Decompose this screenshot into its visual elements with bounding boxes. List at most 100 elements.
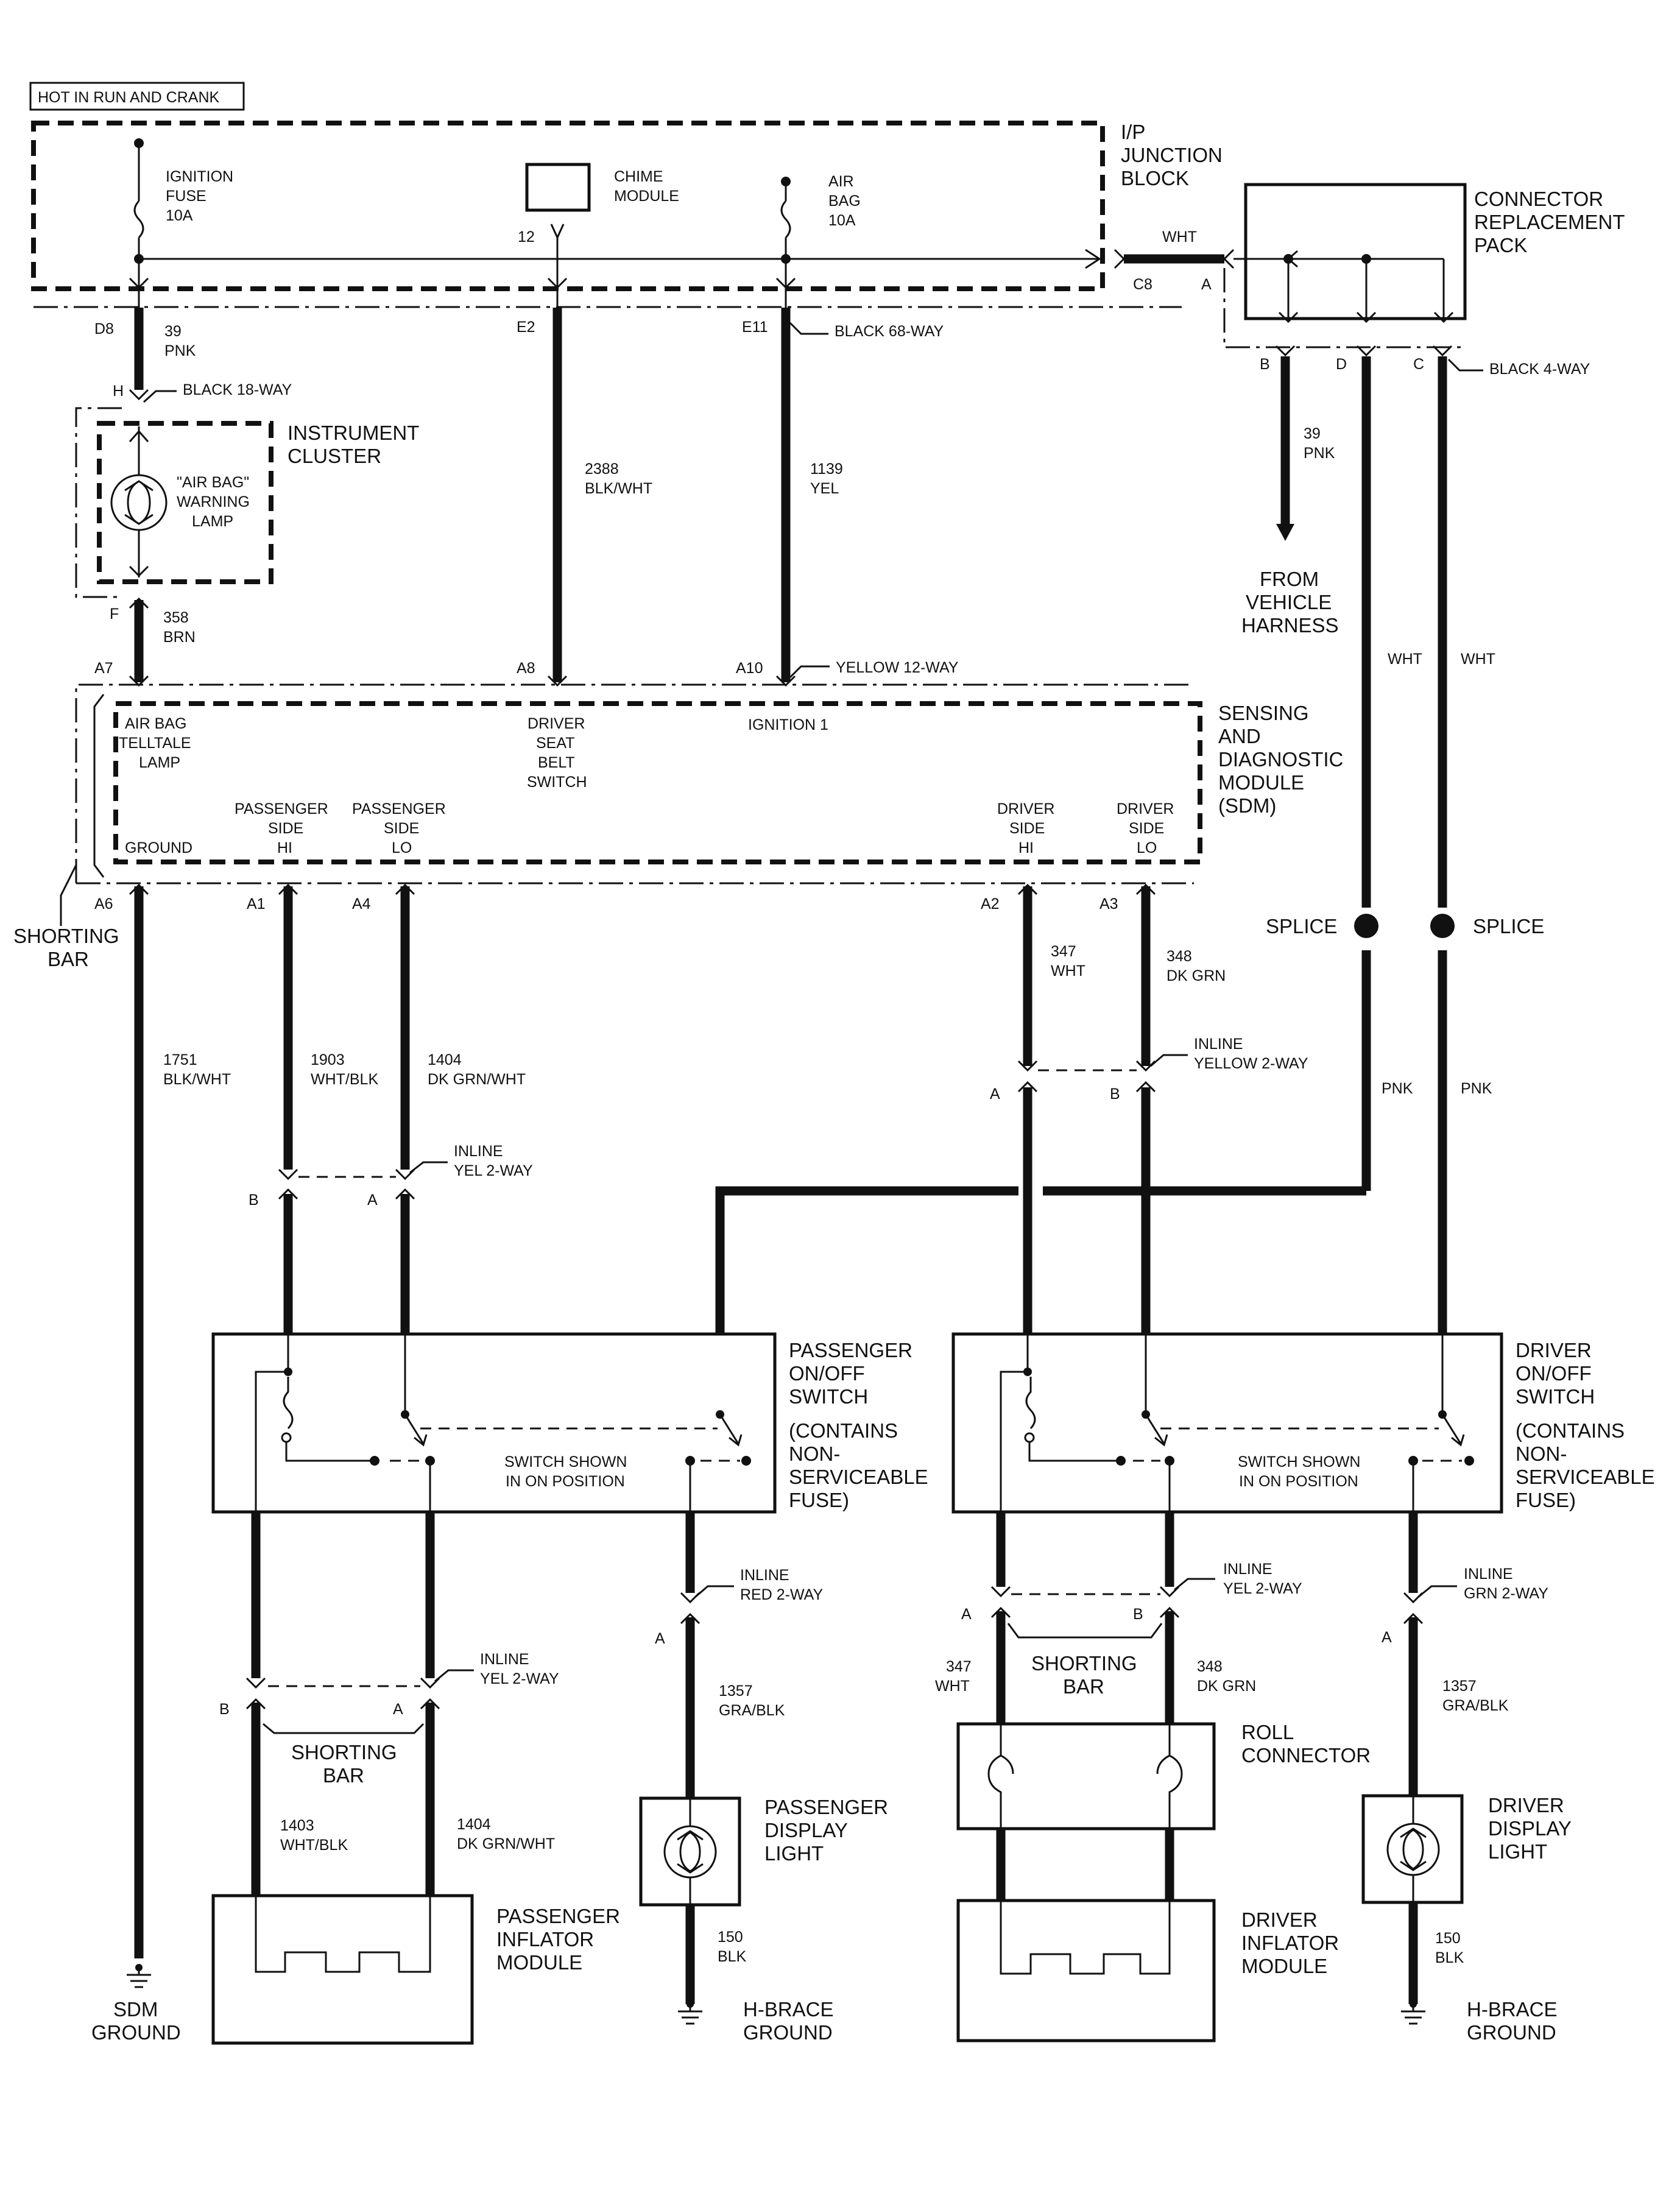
pack-title-1: CONNECTOR <box>1474 188 1603 210</box>
lamp-label-2: WARNING <box>177 493 250 510</box>
ic-connector-label: BLACK 18-WAY <box>183 381 292 398</box>
drv-inline-yel-pin-a: A <box>961 1606 972 1623</box>
sdm-seat-belt-3: BELT <box>538 754 575 771</box>
sdm-title-5: (SDM) <box>1218 794 1276 817</box>
drv-inline-grn-2: GRN 2-WAY <box>1464 1585 1548 1602</box>
pass-inline-yel-pin-b: B <box>219 1701 230 1718</box>
pass-inline-red-1: INLINE <box>740 1567 789 1584</box>
wire-d-color: WHT <box>1388 651 1422 668</box>
from-vehicle-1: FROM <box>1260 568 1319 590</box>
wire-1404-lower: 1404 <box>457 1816 491 1833</box>
passenger-switch-internals <box>255 1334 751 1512</box>
wire-2388-color: BLK/WHT <box>585 480 652 497</box>
drv-switch-title-1: DRIVER <box>1516 1339 1592 1361</box>
pin-a-pack: A <box>1201 276 1212 293</box>
sdm-pass-lo-3: LO <box>392 839 412 856</box>
drv-switch-note-2: NON- <box>1516 1442 1567 1465</box>
drv-inline-grn-pin-a: A <box>1382 1629 1392 1646</box>
hot-in-run-label: HOT IN RUN AND CRANK <box>38 89 220 106</box>
sdm-title-1: SENSING <box>1218 702 1309 724</box>
pass-switch-shown-2: IN ON POSITION <box>506 1473 625 1490</box>
sdm-pass-lo-2: SIDE <box>384 820 419 837</box>
lamp-label-1: "AIR BAG" <box>177 474 249 491</box>
roll-connector-1: ROLL <box>1241 1721 1294 1743</box>
drv-wire-1357: 1357 <box>1442 1678 1477 1695</box>
drv-wire-150-color: BLK <box>1435 1949 1464 1966</box>
splice-left <box>1354 914 1378 938</box>
drv-switch-title-3: SWITCH <box>1516 1385 1595 1408</box>
pass-shorting-bar-1: SHORTING <box>291 1741 397 1763</box>
wire-39-label: 39 <box>1304 425 1321 442</box>
sdm-drv-lo-2: SIDE <box>1129 820 1164 837</box>
wire-2388: 2388 <box>585 461 619 478</box>
from-vehicle-2: VEHICLE <box>1246 591 1332 613</box>
wire-1903-color: WHT/BLK <box>311 1071 378 1088</box>
sdm-seat-belt-1: DRIVER <box>528 715 585 732</box>
roll-connector-coil-left <box>987 1724 1002 1829</box>
sdm-pin-a2: A2 <box>981 895 1000 913</box>
connector-replacement-pack <box>1244 183 1467 320</box>
pass-display-2: DISPLAY <box>764 1819 848 1841</box>
ic-pin-f: F <box>110 605 119 623</box>
lamp-label-3: LAMP <box>192 513 233 530</box>
sdm-drv-hi-2: SIDE <box>1009 820 1045 837</box>
pass-switch-shown-1: SWITCH SHOWN <box>504 1453 627 1470</box>
pass-switch-title-1: PASSENGER <box>789 1339 912 1361</box>
pass-inflator-icon <box>255 1896 431 1973</box>
wire-1139-color: YEL <box>810 480 839 497</box>
drv-wire-348: 348 <box>1197 1658 1223 1675</box>
pass-shorting-bar-2: BAR <box>323 1764 364 1787</box>
sdm-telltale-3: LAMP <box>139 754 180 771</box>
sdm-drv-lo-3: LO <box>1137 839 1157 856</box>
ip-junction-title-1: I/P <box>1121 121 1145 143</box>
sdm-title-2: AND <box>1218 725 1261 747</box>
drv-inline-grn-1: INLINE <box>1464 1566 1513 1583</box>
drv-display-2: DISPLAY <box>1488 1817 1572 1840</box>
sdm-pin-a6: A6 <box>94 895 113 913</box>
wire-1403-color: WHT/BLK <box>280 1837 348 1854</box>
pass-inline-red-pin-a: A <box>655 1630 665 1647</box>
drv-inline-yel-1: INLINE <box>1223 1561 1272 1578</box>
pack-connector-label: BLACK 4-WAY <box>1489 361 1590 378</box>
sdm-pin-a1: A1 <box>247 895 266 913</box>
sdm-ground-icon <box>127 1964 151 1988</box>
drv-wire-347: 347 <box>946 1658 972 1675</box>
pass-switch-note-1: (CONTAINS <box>789 1419 898 1442</box>
pin-d8: D8 <box>94 320 114 337</box>
sdm-telltale-2: TELLTALE <box>119 735 191 752</box>
sdm-title-4: MODULE <box>1218 771 1304 794</box>
sdm-seat-belt-4: SWITCH <box>527 774 587 791</box>
pin-e2: E2 <box>517 319 535 336</box>
pass-switch-note-3: SERVICEABLE <box>789 1466 928 1488</box>
drv-wire-348-color: DK GRN <box>1197 1678 1256 1695</box>
pass-inline-red-2: RED 2-WAY <box>740 1586 823 1603</box>
drv-switch-note-3: SERVICEABLE <box>1516 1466 1655 1488</box>
drv-shorting-bar-2: BAR <box>1063 1675 1104 1698</box>
sdm-pass-lo-1: PASSENGER <box>352 800 446 817</box>
ic-wire-39-color: PNK <box>164 342 196 359</box>
shorting-bar-sdm-1: SHORTING <box>13 925 119 947</box>
driver-inflator-module <box>956 1899 1216 2042</box>
wire-1139: 1139 <box>810 461 843 478</box>
pass-switch-note-4: FUSE) <box>789 1489 849 1511</box>
sdm-connector-label: YELLOW 12-WAY <box>836 659 959 676</box>
from-vehicle-3: HARNESS <box>1241 614 1339 637</box>
hbrace-left-1: H-BRACE <box>743 1998 834 2021</box>
ic-title-1: INSTRUMENT <box>288 422 419 444</box>
wire-1751: 1751 <box>163 1051 197 1068</box>
ignition-fuse-icon <box>133 200 144 239</box>
air-bag-warning-lamp-icon <box>110 474 168 531</box>
hot-in-run-box <box>29 82 245 111</box>
sdm-ground-1: SDM <box>113 1998 158 2021</box>
splice-left-label: SPLICE <box>1266 915 1337 937</box>
splice-right-label: SPLICE <box>1473 915 1544 937</box>
sdm-module <box>113 701 1202 864</box>
hbrace-ground-left-icon <box>678 2000 702 2025</box>
sdm-drv-hi-3: HI <box>1018 839 1034 856</box>
pin-e11: E11 <box>742 319 768 336</box>
drv-inflator-2: INFLATOR <box>1241 1932 1339 1954</box>
drv-display-1: DRIVER <box>1488 1794 1564 1816</box>
roll-connector <box>956 1722 1216 1830</box>
sdm-pin-a7: A7 <box>94 660 113 677</box>
